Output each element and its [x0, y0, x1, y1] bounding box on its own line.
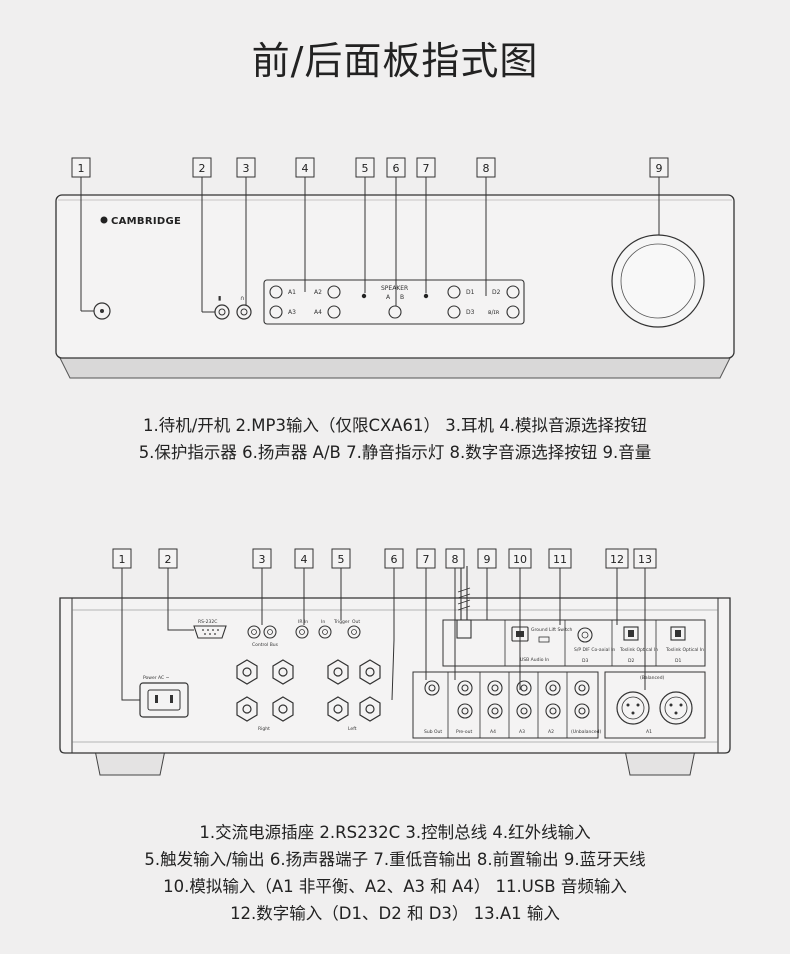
- rear-callout-1: 1: [119, 553, 126, 566]
- svg-text:A3: A3: [288, 309, 296, 316]
- svg-text:ʙ/ɪʀ: ʙ/ɪʀ: [488, 309, 500, 316]
- rear-caption-line-4: 12.数字输入（D1、D2 和 D3） 13.A1 输入: [230, 904, 560, 923]
- svg-text:USB Audio In: USB Audio In: [520, 657, 549, 663]
- protection-led: [361, 293, 367, 299]
- rear-callout-8: 8: [452, 553, 459, 566]
- rear-panel: Power AC ~ RS-232C Control Bus IR In Tri…: [59, 548, 731, 776]
- svg-text:Pre-out: Pre-out: [456, 729, 472, 735]
- svg-text:∩: ∩: [240, 295, 244, 302]
- svg-text:Power AC ~: Power AC ~: [143, 675, 170, 681]
- front-caption-line-2: 5.保护指示器 6.扬声器 A/B 7.静音指示灯 8.数字音源选择按钮 9.音…: [138, 443, 652, 462]
- front-callout-2: 2: [199, 162, 206, 175]
- page-title: 前/后面板指式图: [251, 39, 539, 83]
- svg-text:SPEAKER: SPEAKER: [381, 285, 408, 292]
- svg-text:Control Bus: Control Bus: [252, 642, 279, 648]
- rear-callout-3: 3: [259, 553, 266, 566]
- svg-text:A3: A3: [519, 729, 525, 735]
- front-callout-3: 3: [243, 162, 250, 175]
- brand-label: CAMBRIDGE: [111, 216, 181, 227]
- svg-text:S/P DIF Co-axial In: S/P DIF Co-axial In: [574, 647, 615, 653]
- svg-text:A: A: [386, 294, 391, 301]
- svg-text:D3: D3: [466, 309, 475, 316]
- front-callout-5: 5: [362, 162, 369, 175]
- cambridge-logo-icon: [100, 216, 108, 224]
- front-callout-6: 6: [393, 162, 400, 175]
- rear-callout-11: 11: [553, 553, 567, 566]
- svg-text:Sub Out: Sub Out: [424, 729, 442, 735]
- front-callout-1: 1: [78, 162, 85, 175]
- rear-caption-line-2: 5.触发输入/输出 6.扬声器端子 7.重低音输出 8.前置输出 9.蓝牙天线: [144, 850, 646, 869]
- mute-led: [423, 293, 429, 299]
- rear-callout-10: 10: [513, 553, 527, 566]
- front-callout-9: 9: [656, 162, 663, 175]
- svg-text:Toslink Optical In: Toslink Optical In: [665, 647, 704, 653]
- svg-text:D1: D1: [675, 658, 681, 664]
- rear-callout-7: 7: [423, 553, 430, 566]
- svg-text:Trigger: Trigger: [333, 619, 350, 625]
- svg-text:Left: Left: [348, 726, 357, 732]
- rear-callout-9: 9: [484, 553, 491, 566]
- front-panel: CAMBRIDGE ▮ ∩ A1 A3 A2 A4 SPEAKER A B D1…: [55, 157, 735, 379]
- svg-text:A2: A2: [314, 289, 322, 296]
- rs232-port: [193, 625, 227, 639]
- svg-text:Toslink Optical In: Toslink Optical In: [619, 647, 658, 653]
- svg-text:▮: ▮: [218, 295, 221, 302]
- svg-text:A4: A4: [314, 309, 322, 316]
- rear-callout-4: 4: [301, 553, 308, 566]
- svg-text:In: In: [321, 619, 325, 625]
- rear-caption-line-3: 10.模拟输入（A1 非平衡、A2、A3 和 A4） 11.USB 音频输入: [163, 877, 627, 896]
- rear-callout-5: 5: [338, 553, 345, 566]
- ac-power-socket: [139, 682, 189, 718]
- svg-text:A4: A4: [490, 729, 496, 735]
- svg-text:Ground Lift Switch: Ground Lift Switch: [531, 627, 572, 633]
- xlr-left: [659, 691, 693, 725]
- svg-text:D2: D2: [628, 658, 634, 664]
- svg-text:D2: D2: [492, 289, 501, 296]
- rear-callout-2: 2: [165, 553, 172, 566]
- svg-text:Out: Out: [352, 619, 360, 625]
- svg-text:(Balanced): (Balanced): [640, 675, 665, 681]
- front-callout-8: 8: [483, 162, 490, 175]
- svg-text:(Unbalanced): (Unbalanced): [571, 729, 601, 735]
- svg-text:A1: A1: [288, 289, 296, 296]
- bluetooth-antenna: [456, 619, 472, 639]
- front-caption-line-1: 1.待机/开机 2.MP3输入（仅限CXA61） 3.耳机 4.模拟音源选择按钮: [142, 416, 648, 435]
- rear-caption-line-1: 1.交流电源插座 2.RS232C 3.控制总线 4.红外线输入: [199, 823, 591, 842]
- svg-text:B: B: [400, 294, 404, 301]
- svg-text:D3: D3: [582, 658, 588, 664]
- speaker-terminals: [236, 659, 381, 722]
- svg-text:IR In: IR In: [298, 619, 308, 625]
- xlr-right: [616, 691, 650, 725]
- rear-callout-12: 12: [610, 553, 624, 566]
- svg-text:Right: Right: [258, 726, 270, 732]
- svg-text:A1: A1: [646, 729, 652, 735]
- headphone-jack-icon: [236, 304, 252, 320]
- rear-callout-13: 13: [638, 553, 652, 566]
- svg-text:RS-232C: RS-232C: [198, 619, 217, 625]
- front-callout-7: 7: [423, 162, 430, 175]
- front-callout-4: 4: [302, 162, 309, 175]
- svg-text:D1: D1: [466, 289, 475, 296]
- svg-text:A2: A2: [548, 729, 554, 735]
- rear-callout-6: 6: [391, 553, 398, 566]
